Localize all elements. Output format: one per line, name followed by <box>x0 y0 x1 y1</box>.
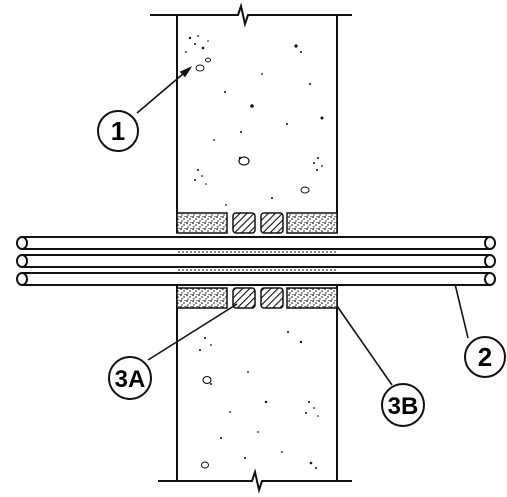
pipe-2 <box>16 254 496 268</box>
callout-2-label: 2 <box>478 342 492 372</box>
seal-lower-row <box>176 287 338 309</box>
leader-wall <box>136 67 191 114</box>
pipes <box>16 236 496 286</box>
callout-3a: 3A <box>108 356 152 400</box>
backer-rod-lower-2 <box>260 287 284 309</box>
wall-break-line-top <box>150 2 352 28</box>
wall-upper-section <box>150 2 352 233</box>
callout-2: 2 <box>464 336 506 378</box>
leader-lines <box>136 66 469 386</box>
seal-fill-lower-right <box>286 287 338 309</box>
leader-seal-b <box>336 305 393 386</box>
callout-1: 1 <box>97 110 139 152</box>
pipe-1 <box>16 236 496 250</box>
callout-3a-label: 3A <box>115 366 146 393</box>
seal-upper-row <box>176 212 338 234</box>
callout-1-label: 1 <box>111 116 125 146</box>
seal-fill-upper-right <box>286 212 338 234</box>
backer-rod-upper-1 <box>232 212 256 234</box>
leader-pipes <box>454 283 469 339</box>
seal-fill-lower-left <box>176 287 228 309</box>
callout-3b: 3B <box>381 383 425 427</box>
pipe-3 <box>16 272 496 286</box>
backer-rod-lower-1 <box>232 287 256 309</box>
concrete-aggregate <box>185 35 324 469</box>
wall-break-line-bottom <box>158 468 352 494</box>
leader-seal-a <box>147 303 238 361</box>
wall-lower-section <box>158 286 352 494</box>
callout-3b-label: 3B <box>388 393 419 420</box>
seal-fill-upper-left <box>176 212 228 234</box>
backer-rod-upper-2 <box>260 212 284 234</box>
